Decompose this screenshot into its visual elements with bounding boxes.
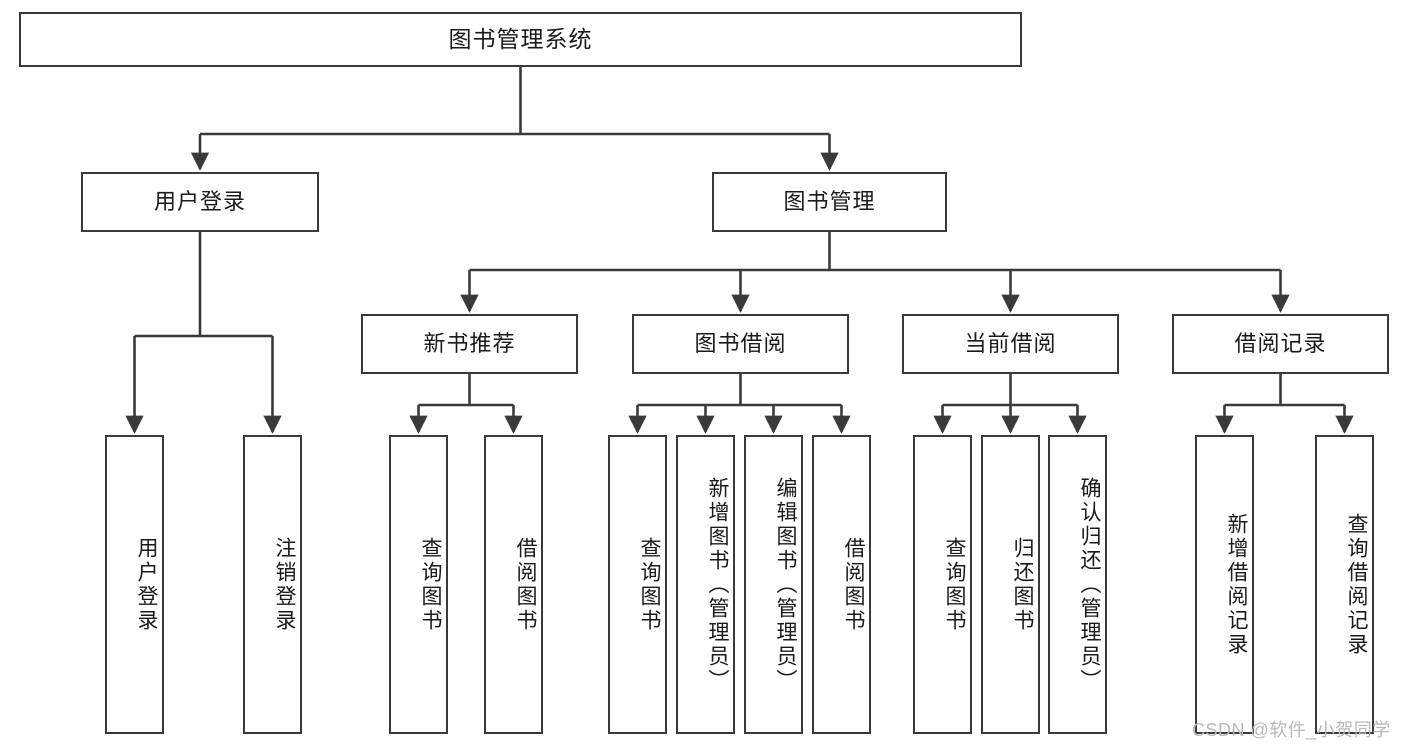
leaf-current-return-book-label: 归还图书 bbox=[1011, 536, 1034, 633]
leaf-borrow-add-book-label: 新增图书（管理员） bbox=[706, 476, 729, 693]
node-new-book-recommend[interactable]: 新书推荐 bbox=[361, 314, 578, 374]
leaf-record-query-label: 查询借阅记录 bbox=[1345, 512, 1368, 657]
leaf-borrow-query-book-label: 查询图书 bbox=[638, 536, 661, 633]
leaf-borrow-add-book[interactable]: 新增图书（管理员） bbox=[676, 435, 735, 734]
leaf-borrow-edit-book-label: 编辑图书（管理员） bbox=[774, 476, 797, 693]
leaf-borrow-edit-book[interactable]: 编辑图书（管理员） bbox=[744, 435, 803, 734]
node-borrow-record[interactable]: 借阅记录 bbox=[1172, 314, 1389, 374]
node-book-manage-label: 图书管理 bbox=[783, 188, 876, 214]
leaf-recommend-query-book[interactable]: 查询图书 bbox=[389, 435, 448, 734]
leaf-recommend-borrow-book-label: 借阅图书 bbox=[514, 536, 537, 633]
node-book-manage[interactable]: 图书管理 bbox=[712, 172, 947, 232]
node-current-borrow-label: 当前借阅 bbox=[964, 330, 1057, 356]
node-new-book-recommend-label: 新书推荐 bbox=[423, 330, 516, 356]
leaf-record-add-label: 新增借阅记录 bbox=[1225, 512, 1248, 657]
node-book-borrow-label: 图书借阅 bbox=[694, 330, 787, 356]
leaf-current-query-book[interactable]: 查询图书 bbox=[913, 435, 972, 734]
leaf-recommend-query-book-label: 查询图书 bbox=[419, 536, 442, 633]
leaf-borrow-borrow-book[interactable]: 借阅图书 bbox=[812, 435, 871, 734]
leaf-user-logout[interactable]: 注销登录 bbox=[243, 435, 302, 734]
leaf-user-login[interactable]: 用户登录 bbox=[105, 435, 164, 734]
node-root-label: 图书管理系统 bbox=[448, 25, 593, 52]
node-user-login[interactable]: 用户登录 bbox=[81, 172, 319, 232]
leaf-current-return-book[interactable]: 归还图书 bbox=[981, 435, 1040, 734]
leaf-recommend-borrow-book[interactable]: 借阅图书 bbox=[484, 435, 543, 734]
node-root[interactable]: 图书管理系统 bbox=[19, 12, 1022, 67]
leaf-user-login-label: 用户登录 bbox=[135, 536, 158, 633]
node-book-borrow[interactable]: 图书借阅 bbox=[632, 314, 849, 374]
leaf-current-confirm-return-label: 确认归还（管理员） bbox=[1078, 476, 1101, 693]
leaf-user-logout-label: 注销登录 bbox=[273, 536, 296, 633]
leaf-borrow-query-book[interactable]: 查询图书 bbox=[608, 435, 667, 734]
leaf-record-query[interactable]: 查询借阅记录 bbox=[1315, 435, 1374, 734]
leaf-current-confirm-return[interactable]: 确认归还（管理员） bbox=[1048, 435, 1107, 734]
node-current-borrow[interactable]: 当前借阅 bbox=[902, 314, 1119, 374]
leaf-current-query-book-label: 查询图书 bbox=[943, 536, 966, 633]
leaf-borrow-borrow-book-label: 借阅图书 bbox=[842, 536, 865, 633]
node-user-login-label: 用户登录 bbox=[153, 188, 246, 214]
leaf-record-add[interactable]: 新增借阅记录 bbox=[1195, 435, 1254, 734]
csdn-watermark: CSDN @软件_小贺同学 bbox=[1192, 720, 1391, 740]
node-borrow-record-label: 借阅记录 bbox=[1234, 330, 1327, 356]
